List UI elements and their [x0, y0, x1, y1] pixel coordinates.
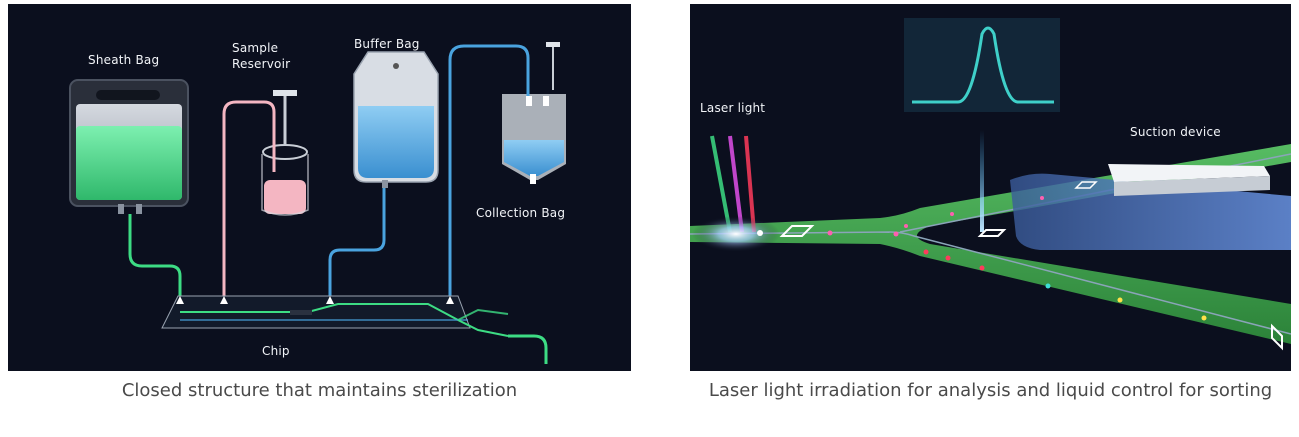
sheath-bag [69, 79, 189, 214]
closed-system-diagram [69, 42, 566, 364]
buffer-tube [328, 188, 386, 304]
laser-light-label: Laser light [700, 101, 766, 115]
sheath-bag-label: Sheath Bag [88, 53, 160, 67]
collection-bag [502, 42, 566, 184]
laser-sorting-illustration: Laser light Suction device [690, 4, 1291, 371]
detection-windows [779, 181, 1283, 351]
detection-beam [980, 130, 984, 232]
laser-beams [692, 135, 780, 252]
right-caption: Laser light irradiation for analysis and… [708, 380, 1273, 401]
microfluidic-chip [161, 295, 509, 337]
sheath-tube [128, 214, 182, 304]
suction-channel [1010, 173, 1291, 250]
buffer-bag-label: Buffer Bag [354, 37, 420, 51]
collection-tube [448, 44, 530, 304]
collection-bag-label: Collection Bag [476, 206, 566, 220]
left-caption: Closed structure that maintains steriliz… [121, 380, 518, 401]
sterile-closed-system-illustration: Sheath Bag Sample Reservoir Buffer Bag C… [8, 4, 631, 371]
sample-tube [222, 100, 276, 304]
chip-label: Chip [262, 344, 290, 358]
suction-device-label: Suction device [1130, 125, 1221, 139]
outlet-tube [508, 334, 548, 364]
buffer-bag [353, 51, 439, 188]
suction-device [1108, 164, 1270, 196]
signal-plot [904, 18, 1060, 112]
cells [757, 196, 1207, 321]
sample-reservoir-label-line1: Sample [232, 41, 279, 55]
laser-sorting-diagram [690, 18, 1291, 351]
sample-reservoir [261, 90, 309, 216]
sample-reservoir-label-line2: Reservoir [232, 57, 291, 71]
